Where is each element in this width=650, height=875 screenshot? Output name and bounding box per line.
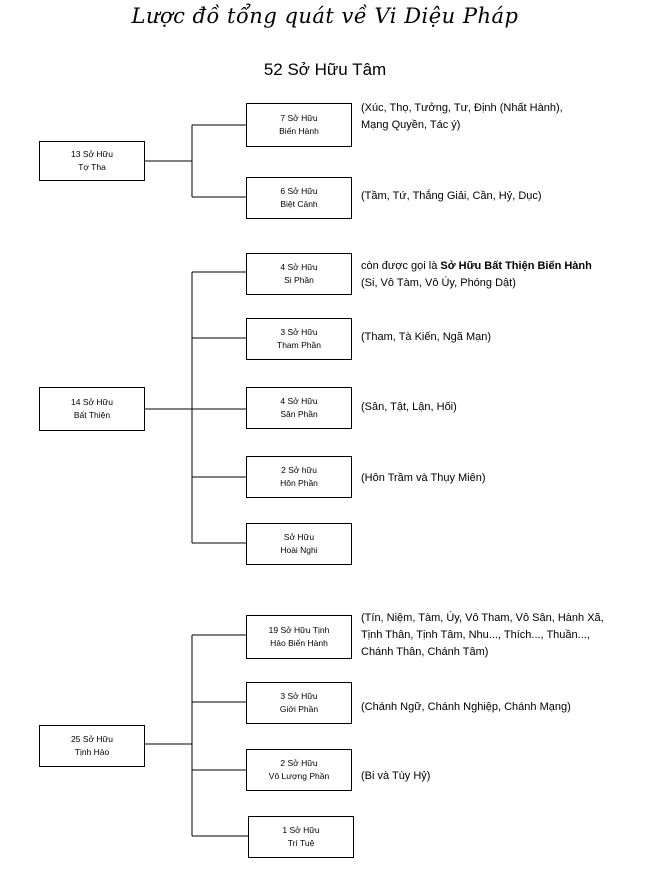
desc-line: (Tham, Tà Kiến, Ngã Mạn): [361, 331, 492, 343]
group-label-line2: Tợ Tha: [78, 162, 106, 172]
desc-line: (Chánh Ngữ, Chánh Nghiệp, Chánh Mạng): [361, 701, 571, 713]
item-box-vo-luong-phan: 2 Sở Hữu Vô Lượng Phần: [246, 749, 352, 791]
group-label-line1: 14 Sở Hữu: [71, 397, 113, 407]
item-label-line1: 4 Sở Hữu: [280, 262, 318, 272]
item-label-line2: Si Phần: [284, 275, 314, 285]
item-label-line2: Biệt Cảnh: [280, 199, 318, 209]
item-label-line1: 3 Sở Hữu: [280, 327, 318, 337]
desc-line: (Xúc, Thọ, Tưởng, Tư, Định (Nhất Hành),: [361, 102, 563, 114]
item-label-line1: 6 Sở Hữu: [280, 186, 318, 196]
item-box-san-phan: 4 Sở Hữu Sân Phần: [246, 387, 352, 429]
item-desc-biet-canh: (Tầm, Tứ, Thắng Giải, Cần, Hỷ, Dục): [361, 188, 542, 205]
item-label-line2: Hoài Nghi: [280, 545, 318, 555]
item-label-line1: Sở Hữu: [283, 532, 315, 542]
diagram-subtitle: 52 Sở Hữu Tâm: [263, 60, 387, 79]
item-box-biet-canh: 6 Sở Hữu Biệt Cảnh: [246, 177, 352, 219]
item-label-line1: 3 Sở Hữu: [280, 691, 318, 701]
item-box-gioi-phan: 3 Sở Hữu Giới Phần: [246, 682, 352, 724]
group-label-line2: Tịnh Hảo: [74, 747, 110, 757]
item-label-line1: 2 Sở hữu: [281, 465, 317, 475]
group-label-line1: 13 Sở Hữu: [71, 149, 113, 159]
item-label-line2: Giới Phần: [279, 704, 319, 714]
item-desc-vo-luong-phan: (Bi và Tùy Hỷ): [361, 768, 430, 785]
item-box-hoai-nghi: Sở Hữu Hoài Nghi: [246, 523, 352, 565]
desc-bold: Sở Hữu Bất Thiện Biến Hành: [440, 260, 592, 272]
group-label-line1: 25 Sở Hữu: [71, 734, 113, 744]
item-label-line2: Hôn Phần: [280, 478, 318, 488]
desc-line: Chánh Thân, Chánh Tâm): [361, 646, 489, 658]
desc-line: còn được gọi là Sở Hữu Bất Thiện Biến Hà…: [361, 258, 592, 275]
item-box-tham-phan: 3 Sở Hữu Tham Phần: [246, 318, 352, 360]
item-desc-san-phan: (Sân, Tật, Lận, Hối): [361, 399, 457, 416]
item-desc-tinh-hao-bien-hanh: (Tín, Niệm, Tàm, Úy, Vô Tham, Vô Sân, Hà…: [361, 610, 604, 661]
group-box-tinh-hao: 25 Sở Hữu Tịnh Hảo: [39, 725, 145, 767]
item-label-line2: Vô Lượng Phần: [268, 771, 330, 781]
desc-line: Mạng Quyền, Tác ý): [361, 119, 461, 131]
desc-line: (Sân, Tật, Lận, Hối): [361, 401, 457, 413]
group-label-line2: Bất Thiện: [73, 410, 111, 420]
desc-prefix: còn được gọi là: [361, 260, 441, 272]
item-desc-bien-hanh: (Xúc, Thọ, Tưởng, Tư, Định (Nhất Hành), …: [361, 100, 563, 134]
item-desc-si-phan: còn được gọi là Sở Hữu Bất Thiện Biến Hà…: [361, 258, 592, 292]
desc-line: (Hôn Trầm và Thụy Miên): [361, 472, 486, 484]
desc-line: (Tầm, Tứ, Thắng Giải, Cần, Hỷ, Dục): [361, 190, 542, 202]
item-box-si-phan: 4 Sở Hữu Si Phần: [246, 253, 352, 295]
desc-line: (Si, Vô Tàm, Vô Úy, Phóng Dật): [361, 277, 516, 289]
item-desc-tham-phan: (Tham, Tà Kiến, Ngã Mạn): [361, 329, 491, 346]
item-label-line2: Sân Phần: [280, 409, 318, 419]
group-box-bat-thien: 14 Sở Hữu Bất Thiện: [39, 387, 145, 431]
item-box-bien-hanh: 7 Sở Hữu Biến Hành: [246, 103, 352, 147]
item-box-tinh-hao-bien-hanh: 19 Sở Hữu Tịnh Hảo Biến Hành: [246, 615, 352, 659]
item-label-line1: 4 Sở Hữu: [280, 396, 318, 406]
item-label-line1: 2 Sở Hữu: [280, 758, 318, 768]
item-box-hon-phan: 2 Sở hữu Hôn Phần: [246, 456, 352, 498]
item-box-tri-tue: 1 Sở Hữu Trí Tuệ: [248, 816, 354, 858]
item-label-line2: Trí Tuệ: [287, 838, 315, 848]
item-desc-gioi-phan: (Chánh Ngữ, Chánh Nghiệp, Chánh Mạng): [361, 699, 571, 716]
desc-line: Tịnh Thân, Tịnh Tâm, Nhu..., Thích..., T…: [361, 629, 590, 641]
item-label-line1: 7 Sở Hữu: [280, 113, 318, 123]
item-label-line1: 1 Sở Hữu: [282, 825, 320, 835]
group-box-tha: 13 Sở Hữu Tợ Tha: [39, 141, 145, 181]
desc-line: (Bi và Tùy Hỷ): [361, 770, 431, 782]
item-label-line2: Hảo Biến Hành: [270, 638, 328, 648]
item-desc-hon-phan: (Hôn Trầm và Thụy Miên): [361, 470, 486, 487]
page-title: Lược đồ tổng quát về Vi Diệu Pháp: [131, 4, 519, 28]
item-label-line2: Tham Phần: [277, 340, 321, 350]
desc-line: (Tín, Niệm, Tàm, Úy, Vô Tham, Vô Sân, Hà…: [361, 612, 604, 624]
item-label-line2: Biến Hành: [279, 126, 319, 136]
item-label-line1: 19 Sở Hữu Tịnh: [268, 625, 330, 635]
